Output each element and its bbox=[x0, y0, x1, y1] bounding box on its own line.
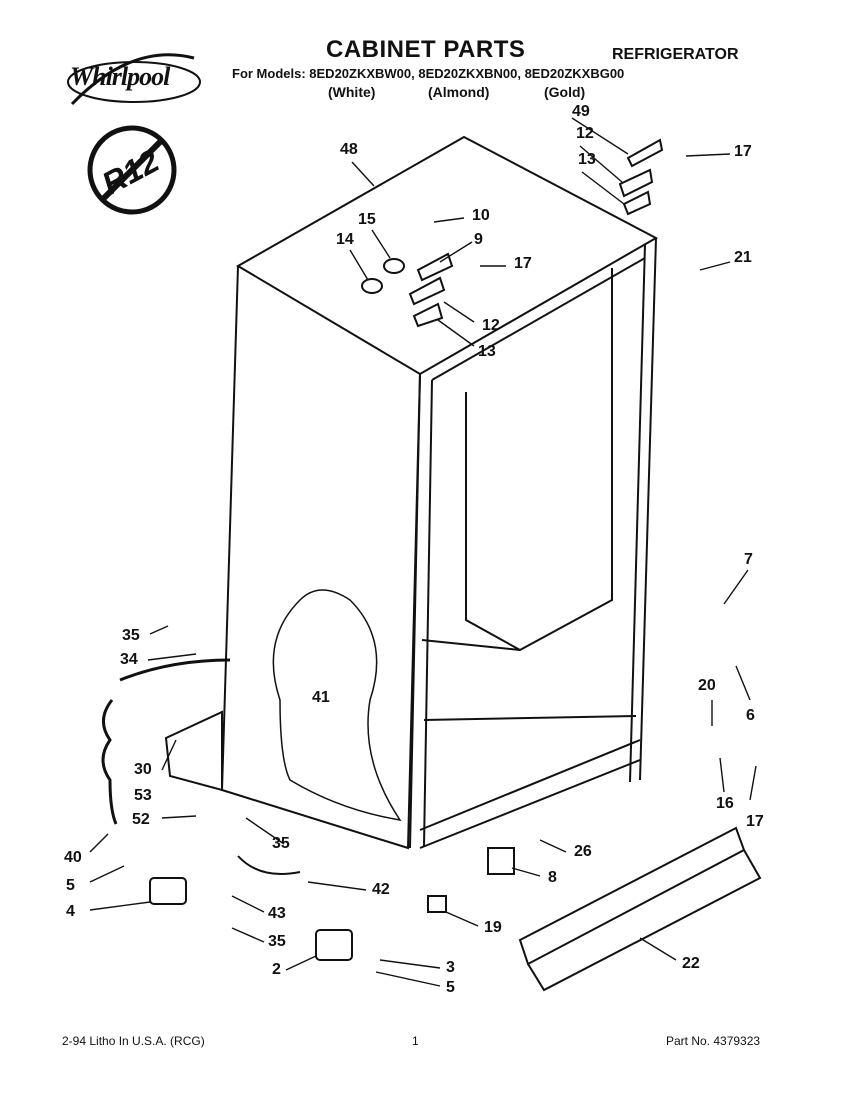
callout-2: 2 bbox=[272, 961, 281, 978]
callout-3: 3 bbox=[446, 959, 455, 976]
part-number: Part No. 4379323 bbox=[666, 1034, 761, 1048]
litho-note: 2-94 Litho In U.S.A. (RCG) bbox=[62, 1034, 205, 1048]
callout-19: 19 bbox=[484, 919, 502, 936]
callout-43: 43 bbox=[268, 905, 286, 922]
variant-almond: (Almond) bbox=[428, 84, 490, 100]
callout-52: 52 bbox=[132, 811, 150, 828]
callout-30: 30 bbox=[134, 761, 152, 778]
callout-12-center: 12 bbox=[482, 317, 500, 334]
callout-35-left: 35 bbox=[122, 627, 140, 644]
callout-40: 40 bbox=[64, 849, 82, 866]
callout-17-lower-right: 17 bbox=[746, 813, 764, 830]
callout-17-center: 17 bbox=[514, 255, 532, 272]
callout-41: 41 bbox=[312, 689, 330, 706]
callout-48: 48 bbox=[340, 141, 358, 158]
callout-13-top-right: 13 bbox=[578, 151, 596, 168]
callout-17-top-right: 17 bbox=[734, 143, 752, 160]
brand-name: Whirlpool bbox=[70, 62, 170, 91]
callout-49: 49 bbox=[572, 103, 590, 120]
page-number: 1 bbox=[412, 1034, 419, 1048]
callout-16: 16 bbox=[716, 795, 734, 812]
callout-14: 14 bbox=[336, 231, 354, 248]
callout-5-bottom: 5 bbox=[446, 979, 455, 996]
callout-4: 4 bbox=[66, 903, 75, 920]
callout-21: 21 bbox=[734, 249, 752, 266]
callout-53: 53 bbox=[134, 787, 152, 804]
callout-5-left: 5 bbox=[66, 877, 75, 894]
variant-white: (White) bbox=[328, 84, 376, 100]
model-list: For Models: 8ED20ZKXBW00, 8ED20ZKXBN00, … bbox=[232, 66, 625, 81]
callout-26: 26 bbox=[574, 843, 592, 860]
callout-42: 42 bbox=[372, 881, 390, 898]
callout-7: 7 bbox=[744, 551, 753, 568]
callout-22: 22 bbox=[682, 955, 700, 972]
refrigerant-badge-icon bbox=[87, 125, 177, 215]
callout-10: 10 bbox=[472, 207, 490, 224]
callout-9: 9 bbox=[474, 231, 483, 248]
callout-12-top-right: 12 bbox=[576, 125, 594, 142]
callout-34: 34 bbox=[120, 651, 138, 668]
callout-15: 15 bbox=[358, 211, 376, 228]
callout-20: 20 bbox=[698, 677, 716, 694]
callout-13-center: 13 bbox=[478, 343, 496, 360]
page-title: CABINET PARTS bbox=[326, 36, 526, 63]
callout-35-bottom: 35 bbox=[268, 933, 286, 950]
callout-8: 8 bbox=[548, 869, 557, 886]
callout-6: 6 bbox=[746, 707, 755, 724]
variant-gold: (Gold) bbox=[544, 84, 586, 100]
callout-35-middle: 35 bbox=[272, 835, 290, 852]
product-category: REFRIGERATOR bbox=[612, 46, 739, 63]
whirlpool-logo-icon bbox=[67, 53, 201, 106]
